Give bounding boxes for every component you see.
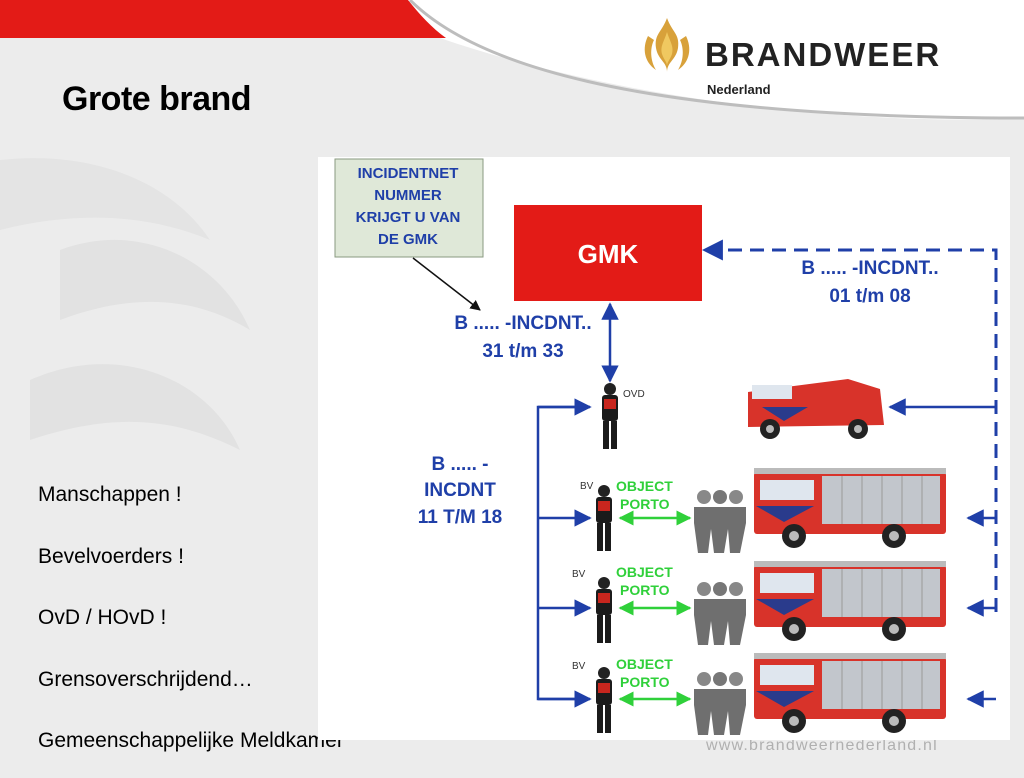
porto-label: PORTO bbox=[620, 674, 670, 690]
gmk-label: GMK bbox=[578, 239, 639, 269]
unit-row: BV OBJECT PORTO bbox=[580, 467, 947, 553]
fire-truck bbox=[753, 467, 947, 549]
channel-left-line1: B ..... - bbox=[432, 454, 489, 475]
ovd-label: OVD bbox=[623, 389, 645, 400]
page-title: Grote brand bbox=[62, 80, 252, 118]
bullet-item: Grensoverschrijdend… bbox=[38, 667, 253, 691]
bv-label: BV bbox=[580, 481, 594, 492]
crew-group bbox=[694, 490, 746, 553]
fire-truck bbox=[753, 652, 947, 734]
note-arrow bbox=[412, 257, 481, 311]
crew-group bbox=[694, 672, 746, 735]
channel-top-line2: 01 t/m 08 bbox=[829, 286, 910, 307]
bv-firefighter bbox=[596, 577, 612, 643]
footer-url: www.brandweernederland.nl bbox=[706, 737, 938, 754]
logo-subtitle: Nederland bbox=[707, 82, 771, 97]
note-line: NUMMER bbox=[374, 187, 442, 204]
ovd-firefighter bbox=[602, 383, 618, 449]
porto-label: PORTO bbox=[620, 496, 670, 512]
communication-diagram: INCIDENTNET NUMMER KRIJGT U VAN DE GMK G… bbox=[318, 157, 1010, 740]
bv-firefighter bbox=[596, 485, 612, 551]
unit-row: BV OBJECT PORTO bbox=[572, 560, 947, 645]
object-label: OBJECT bbox=[616, 564, 673, 580]
channel-top-line1: B ..... -INCDNT.. bbox=[801, 258, 938, 279]
left-bus-line bbox=[536, 405, 588, 701]
flame-icon bbox=[644, 18, 690, 72]
gmk-box bbox=[514, 205, 702, 301]
dashed-channel-line bbox=[701, 239, 998, 612]
channel-left-line3: 11 T/M 18 bbox=[418, 507, 503, 528]
bv-firefighter bbox=[596, 667, 612, 733]
bullet-list: Manschappen ! Bevelvoerders ! OvD / HOvD… bbox=[38, 470, 344, 778]
logo-brand-name: BRANDWEER bbox=[705, 36, 942, 73]
object-label: OBJECT bbox=[616, 478, 673, 494]
note-line: KRIJGT U VAN bbox=[356, 209, 461, 226]
note-line: INCIDENTNET bbox=[358, 165, 459, 182]
bullet-item: Manschappen ! bbox=[38, 483, 182, 506]
ovd-van bbox=[748, 379, 884, 439]
bv-label: BV bbox=[572, 569, 586, 580]
unit-row: BV OBJECT PORTO bbox=[572, 652, 947, 735]
fire-truck bbox=[753, 560, 947, 642]
channel-mid-line2: 31 t/m 33 bbox=[482, 341, 563, 362]
object-label: OBJECT bbox=[616, 656, 673, 672]
crew-group bbox=[694, 582, 746, 645]
bullet-item: OvD / HOvD ! bbox=[38, 606, 167, 629]
bv-label: BV bbox=[572, 661, 586, 672]
bullet-item: Gemeenschappelijke Meldkamer bbox=[38, 729, 344, 752]
bullet-item: Bevelvoerders ! bbox=[38, 544, 184, 568]
note-line: DE GMK bbox=[378, 231, 438, 248]
channel-left-line2: INCDNT bbox=[424, 480, 496, 501]
channel-mid-line1: B ..... -INCDNT.. bbox=[454, 313, 591, 334]
porto-label: PORTO bbox=[620, 582, 670, 598]
